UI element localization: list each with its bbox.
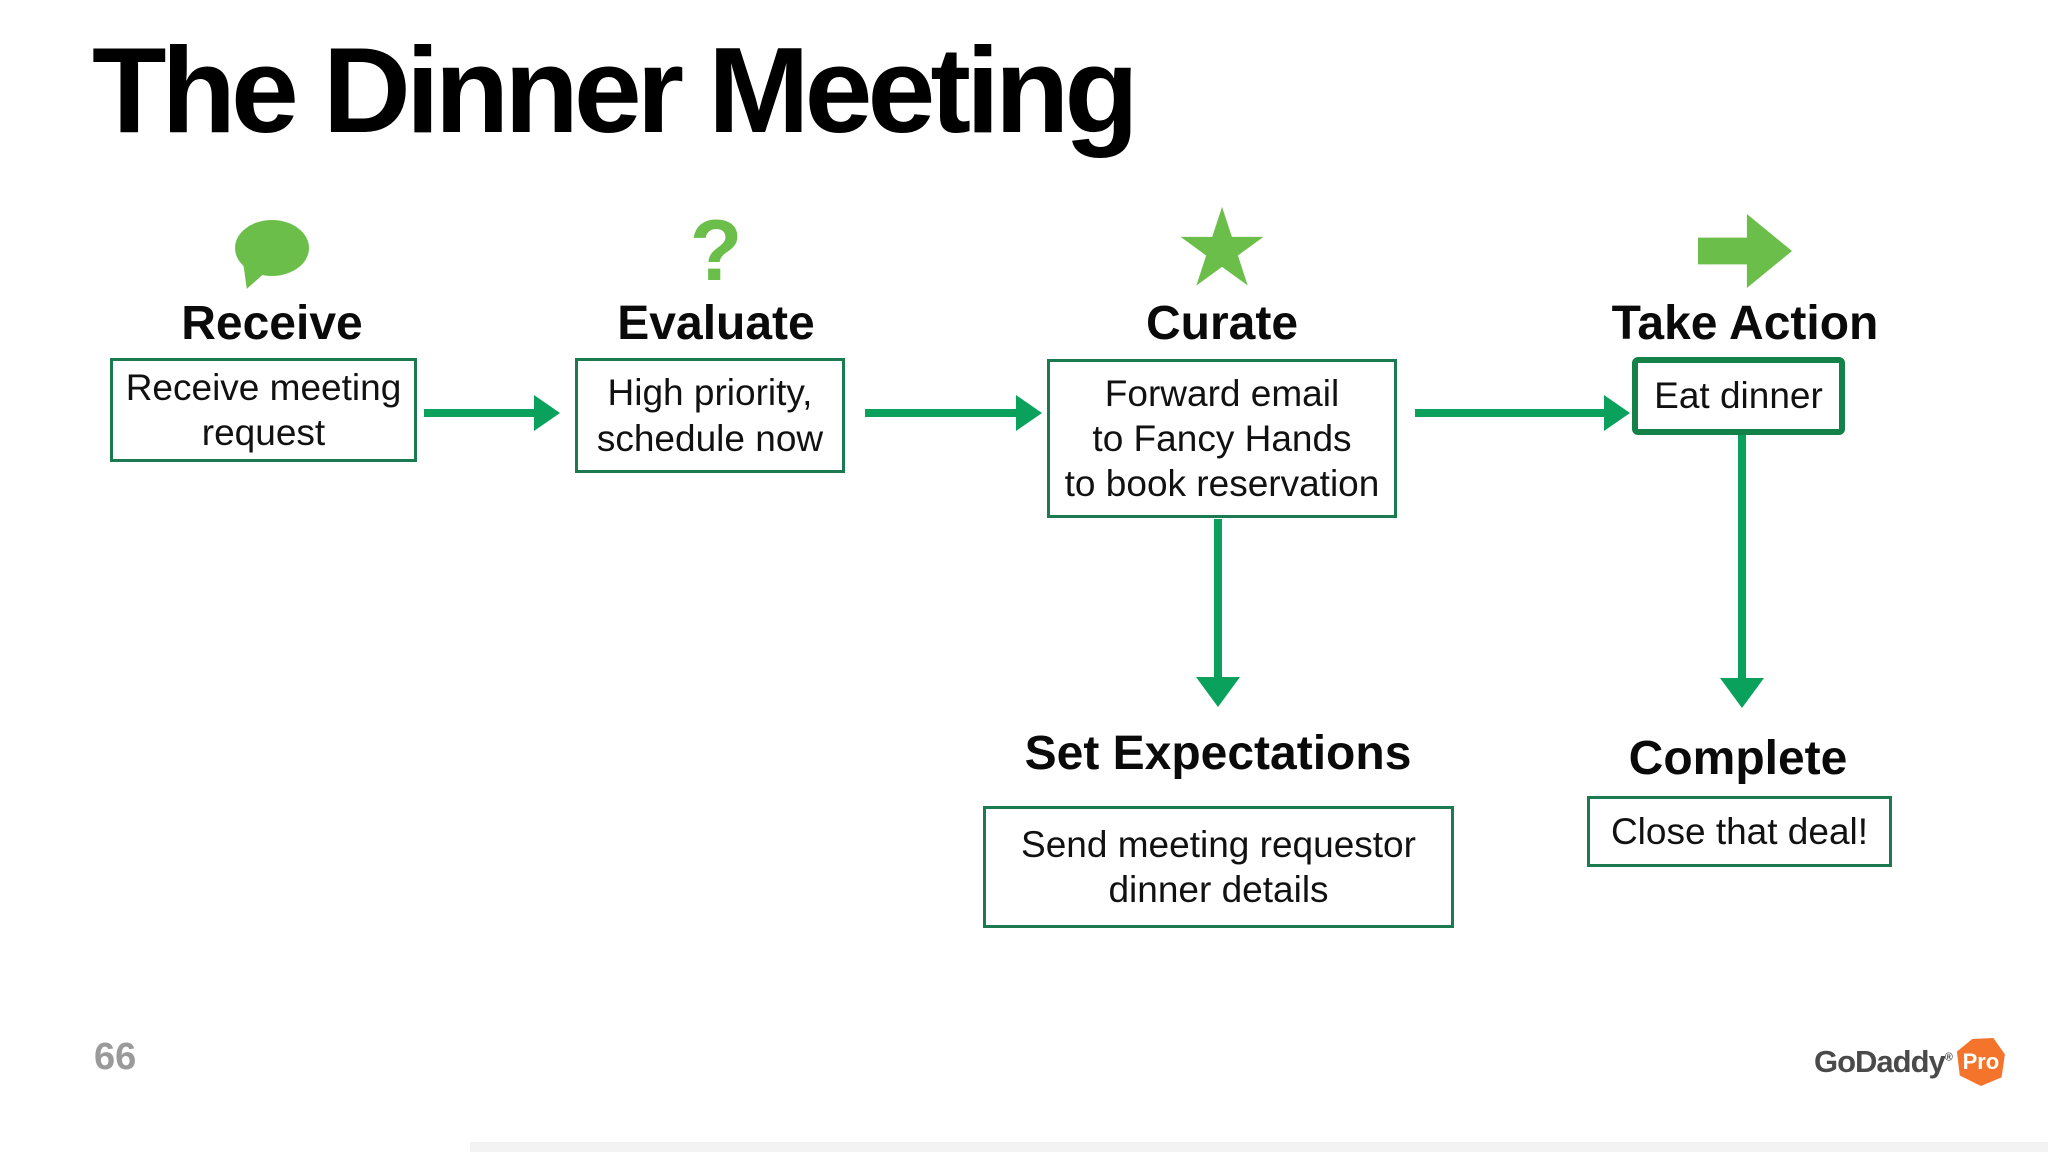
speech-bubble-icon <box>235 220 309 276</box>
slide-title: The Dinner Meeting <box>92 22 1139 158</box>
pro-badge-text: Pro <box>1962 1049 2000 1074</box>
godaddy-logo-text: GoDaddy® <box>1814 1044 1953 1079</box>
stage-column-receive: Receive <box>52 200 492 351</box>
registered-mark: ® <box>1944 1051 1953 1064</box>
flow-box-text: Eat dinner <box>1654 375 1823 417</box>
flow-box-text: request <box>201 412 326 453</box>
flow-box-text: dinner details <box>1108 869 1329 910</box>
stage-label-curate: Curate <box>1145 297 1299 350</box>
flow-box-text: Receive meeting <box>125 366 402 408</box>
right-arrow-icon <box>1698 214 1792 288</box>
arrow-receive-to-evaluate <box>424 395 560 431</box>
arrow-evaluate-to-curate <box>865 395 1042 431</box>
sub-label-set-expectations: Set Expectations <box>1024 727 1412 780</box>
stage-label-take-action: Take Action <box>1611 297 1879 350</box>
stage-column-evaluate: ? Evaluate <box>496 200 936 351</box>
flow-box-set-expectations: Send meeting requestor dinner details <box>983 806 1454 928</box>
flow-box-text: to Fancy Hands <box>1092 417 1352 459</box>
flow-box-text: Forward email <box>1104 372 1340 414</box>
star-icon: ★ <box>1173 186 1271 308</box>
sub-label-complete: Complete <box>1628 732 1848 785</box>
flow-box-text: Send meeting requestor <box>1021 823 1416 865</box>
arrow-curate-to-set-expectations <box>1196 519 1240 707</box>
flow-box-complete: Close that deal! <box>1587 796 1892 867</box>
flow-box-text: schedule now <box>596 417 824 459</box>
arrow-eat-dinner-to-complete <box>1720 435 1764 708</box>
flow-box-text: High priority, <box>607 372 813 414</box>
pro-badge: Pro <box>1956 1038 2005 1086</box>
flow-box-text: Close that deal! <box>1610 810 1869 852</box>
flow-box-receive: Receive meeting request <box>110 358 417 462</box>
slide-bottom-edge <box>470 1142 2048 1152</box>
question-mark-icon: ? <box>689 202 743 299</box>
arrow-curate-to-take-action <box>1415 395 1630 431</box>
page-number: 66 <box>94 1036 137 1078</box>
flow-box-curate: Forward email to Fancy Hands to book res… <box>1047 359 1397 518</box>
godaddy-pro-logo: GoDaddy® Pro <box>1814 1038 2005 1086</box>
flow-box-eat-dinner: Eat dinner <box>1632 357 1845 435</box>
stage-column-take-action: Take Action <box>1525 200 1965 351</box>
flow-box-text: to book reservation <box>1064 463 1380 505</box>
stage-label-evaluate: Evaluate <box>617 297 815 350</box>
flow-box-evaluate: High priority, schedule now <box>575 358 845 473</box>
stage-column-curate: ★ Curate <box>1002 186 1442 351</box>
stage-label-receive: Receive <box>181 297 363 350</box>
